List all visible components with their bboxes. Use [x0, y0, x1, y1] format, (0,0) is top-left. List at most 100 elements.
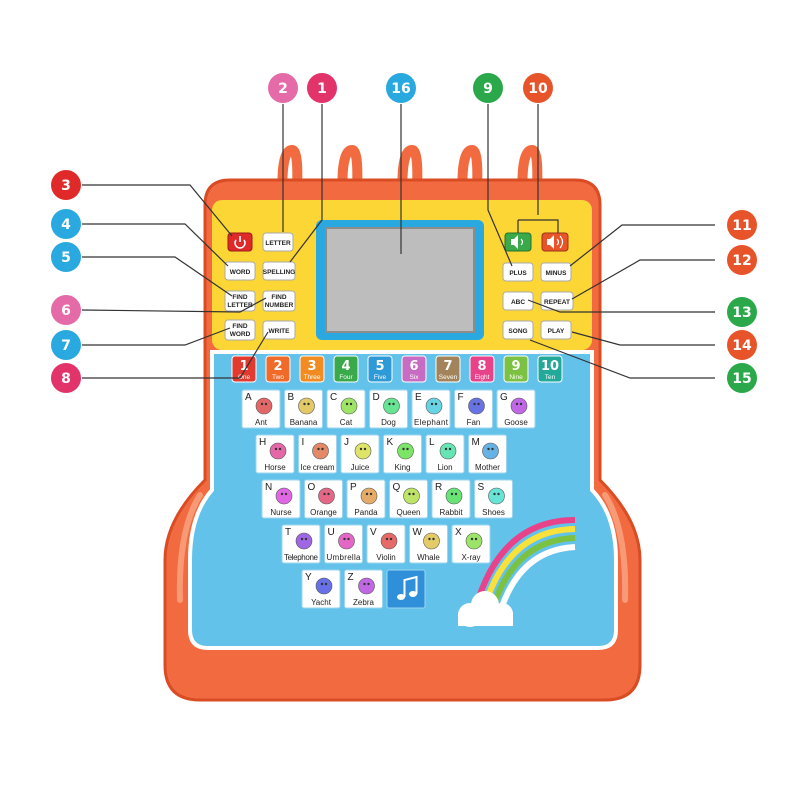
key-letter: Z: [348, 572, 354, 583]
yacht-icon: [315, 577, 333, 595]
volume-up-button[interactable]: [541, 232, 569, 252]
write-button[interactable]: WRITE: [262, 320, 296, 340]
number-key-face: [333, 355, 359, 383]
callout-8: 8: [51, 363, 81, 393]
callout-number: 16: [391, 81, 410, 97]
word-button[interactable]: WORD: [224, 261, 256, 281]
plus-button[interactable]: PLUS: [502, 262, 534, 282]
callout-circle: [51, 170, 81, 200]
find-letter-label-line2: LETTER: [227, 302, 253, 309]
volume-down-button[interactable]: [504, 232, 532, 252]
key-letter: F: [458, 392, 464, 403]
find-number-button[interactable]: FIND NUMBER: [262, 290, 296, 312]
key-letter: G: [500, 392, 508, 403]
callout-13: 13: [727, 297, 757, 327]
play-button[interactable]: PLAY: [540, 320, 572, 340]
lcd-screen: [316, 220, 484, 340]
key-word: Zebra: [353, 598, 374, 607]
key-word: Elephant: [414, 418, 449, 427]
number-key-digit: 9: [511, 359, 520, 374]
callout-6: 6: [51, 295, 81, 325]
alphabet-key-x[interactable]: XX-ray: [451, 524, 491, 564]
callout-circle: [727, 363, 757, 393]
spelling-button[interactable]: SPELLING: [262, 261, 296, 281]
key-word: Lion: [437, 463, 452, 472]
callout-circle: [386, 73, 416, 103]
music-note-icon: [397, 575, 418, 600]
power-button[interactable]: [227, 232, 253, 252]
number-key-digit: 6: [409, 359, 418, 374]
callout-number: 15: [732, 371, 751, 387]
number-key-face: [299, 355, 325, 383]
volume-up-icon: [547, 235, 564, 249]
key-word: X-ray: [461, 553, 480, 562]
callout-circle: [51, 330, 81, 360]
alphabet-key-u[interactable]: U Umbrella: [324, 524, 363, 564]
key-letter: A: [245, 392, 252, 403]
number-key-digit: 2: [273, 359, 282, 374]
abc-button-label: ABC: [511, 299, 525, 306]
alphabet-key-z[interactable]: Z Zebra: [344, 569, 383, 609]
orange-icon: [318, 487, 335, 505]
callout-circle: [51, 295, 81, 325]
leader-lines: [81, 104, 715, 379]
umbrella-icon: [338, 532, 355, 550]
callout-number: 9: [483, 81, 493, 97]
ant-icon: [255, 397, 273, 415]
violin-icon: [380, 532, 398, 550]
key-word: Cat: [340, 418, 353, 427]
repeat-button[interactable]: REPEAT: [540, 291, 574, 311]
abc-button[interactable]: ABC: [502, 291, 534, 311]
callout-number: 3: [61, 178, 71, 194]
key-letter: Y: [305, 572, 312, 583]
minus-button[interactable]: MINUS: [540, 262, 572, 282]
callout-15: 15: [727, 363, 757, 393]
cloud-decoration: [458, 591, 513, 627]
plus-button-label: PLUS: [509, 270, 527, 277]
key-letter: U: [328, 527, 335, 538]
find-letter-button[interactable]: FIND LETTER: [224, 290, 256, 312]
key-word: Dog: [381, 418, 396, 427]
number-key-word: Four: [339, 374, 353, 381]
music-key[interactable]: [386, 569, 426, 609]
letter-button[interactable]: LETTER: [262, 232, 294, 252]
callout-14: 14: [727, 330, 757, 360]
key-word: Umbrella: [327, 553, 362, 562]
song-button[interactable]: SONG: [502, 320, 534, 340]
number-key-face: [537, 355, 563, 383]
find-word-button[interactable]: FIND WORD: [224, 319, 256, 341]
x-ray-icon: [465, 532, 483, 550]
